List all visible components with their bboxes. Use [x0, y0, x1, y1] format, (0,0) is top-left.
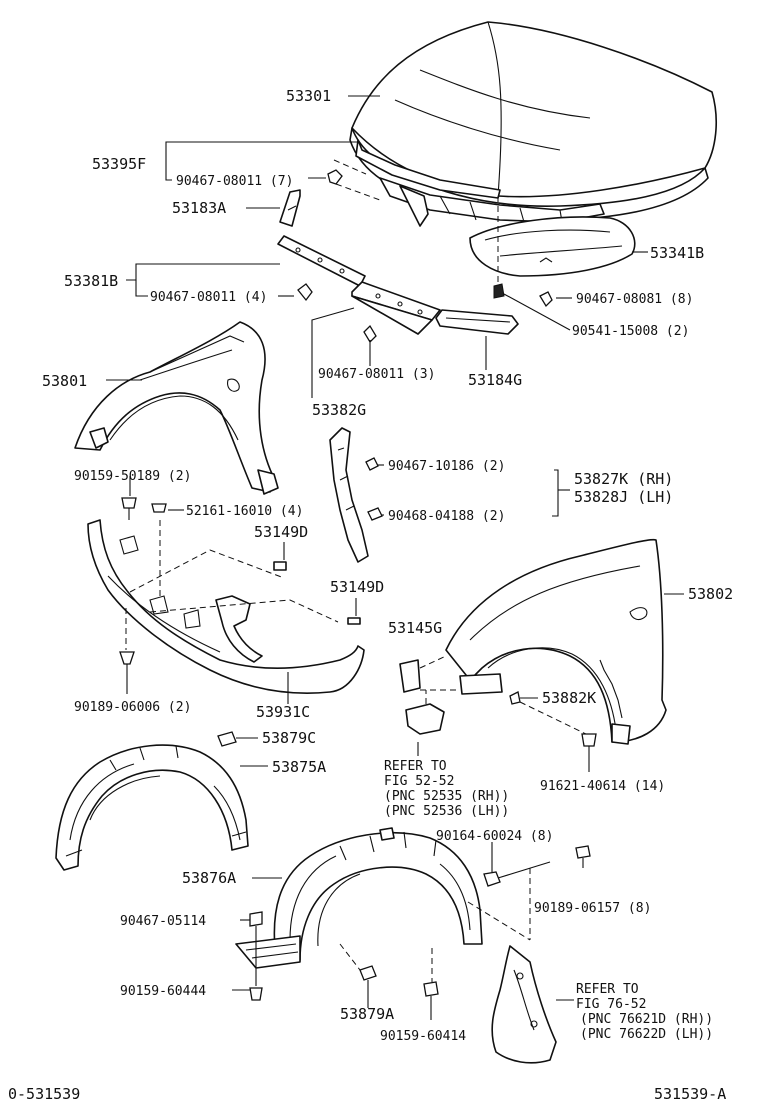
label-90467-08011-7: 90467-08011 (7) [176, 174, 293, 189]
label-53828j: 53828J (LH) [574, 488, 673, 506]
part-labels: 53301 53395F 90467-08011 (7) 53183A 5334… [42, 87, 733, 1044]
hood-insulator-part[interactable] [469, 216, 636, 277]
label-53876a: 53876A [182, 869, 236, 887]
label-53381b: 53381B [64, 272, 118, 290]
label-53827k: 53827K (RH) [574, 470, 673, 488]
hood-seal-part[interactable] [355, 139, 501, 199]
fender-bracket-part[interactable] [329, 427, 369, 563]
label-53875a: 53875A [272, 758, 326, 776]
label-53879c: 53879C [262, 729, 316, 747]
label-53931c: 53931C [256, 703, 310, 721]
label-90468-04188: 90468-04188 (2) [388, 509, 505, 524]
label-90159-50189: 90159-50189 (2) [74, 469, 191, 484]
label-53882k: 53882K [542, 689, 596, 707]
apron-lines [119, 520, 361, 704]
leaders-liner-a [217, 731, 268, 767]
label-53183a: 53183A [172, 199, 226, 217]
footer-right-code: 531539-A [654, 1085, 726, 1103]
leaders-bracket [365, 457, 570, 521]
leaders-liner-b [232, 842, 591, 1020]
refer-fig-2-line3: (PNC 76621D (RH)) [580, 1012, 713, 1027]
label-53301: 53301 [286, 87, 331, 105]
label-90164-60024: 90164-60024 (8) [436, 829, 553, 844]
label-90467-08011-3: 90467-08011 (3) [318, 367, 435, 382]
label-53341b: 53341B [650, 244, 704, 262]
label-90189-06006: 90189-06006 (2) [74, 700, 191, 715]
hood-clips [297, 169, 553, 344]
label-53395f: 53395F [92, 155, 146, 173]
refer-fig-1-line2: FIG 52-52 [384, 774, 454, 789]
mudguard-part[interactable] [491, 945, 574, 1064]
leaders-fender-lh [106, 379, 184, 520]
apron-part[interactable] [87, 519, 365, 694]
label-53382g: 53382G [312, 401, 366, 419]
fender-rh-part[interactable] [445, 538, 667, 745]
liner-a-part[interactable] [55, 744, 249, 871]
label-53802: 53802 [688, 585, 733, 603]
label-53184g: 53184G [468, 371, 522, 389]
liner-b-part[interactable] [235, 827, 483, 969]
label-52161-16010: 52161-16010 (4) [186, 504, 303, 519]
label-53879a: 53879A [340, 1005, 394, 1023]
refer-fig-2-line1: REFER TO [576, 982, 639, 997]
label-90467-08011-4: 90467-08011 (4) [150, 290, 267, 305]
cowl-upper-b-part[interactable] [277, 235, 366, 287]
label-90541-15008: 90541-15008 (2) [572, 324, 689, 339]
leaders-fender-rh [399, 593, 684, 772]
label-53149d-1: 53149D [254, 523, 308, 541]
leaders-top [126, 95, 648, 398]
label-90159-60444: 90159-60444 [120, 984, 206, 999]
footer-left-code: 0-531539 [8, 1085, 80, 1103]
refer-fig-1-line4: (PNC 52536 (LH)) [384, 804, 509, 819]
hood-seal-side-part[interactable] [279, 189, 301, 227]
label-53801: 53801 [42, 372, 87, 390]
label-53145g: 53145G [388, 619, 442, 637]
hood-frame [379, 177, 605, 227]
seal-53184g-part[interactable] [435, 309, 519, 335]
label-90467-10186: 90467-10186 (2) [388, 459, 505, 474]
fender-lh-part[interactable] [74, 321, 279, 495]
label-90467-08081: 90467-08081 (8) [576, 292, 693, 307]
refer-fig-1-line1: REFER TO [384, 759, 447, 774]
label-90467-05114: 90467-05114 [120, 914, 206, 929]
refer-fig-2-line2: FIG 76-52 [576, 997, 646, 1012]
footer: 0-531539 531539-A [8, 1085, 726, 1103]
label-53149d-2: 53149D [330, 578, 384, 596]
label-91621-40614: 91621-40614 (14) [540, 779, 665, 794]
label-90159-60414: 90159-60414 [380, 1029, 466, 1044]
cowl-upper-g-part[interactable] [351, 281, 441, 335]
refer-fig-2-line4: (PNC 76622D (LH)) [580, 1027, 713, 1042]
label-90189-06157: 90189-06157 (8) [534, 901, 651, 916]
refer-fig-1-line3: (PNC 52535 (RH)) [384, 789, 509, 804]
